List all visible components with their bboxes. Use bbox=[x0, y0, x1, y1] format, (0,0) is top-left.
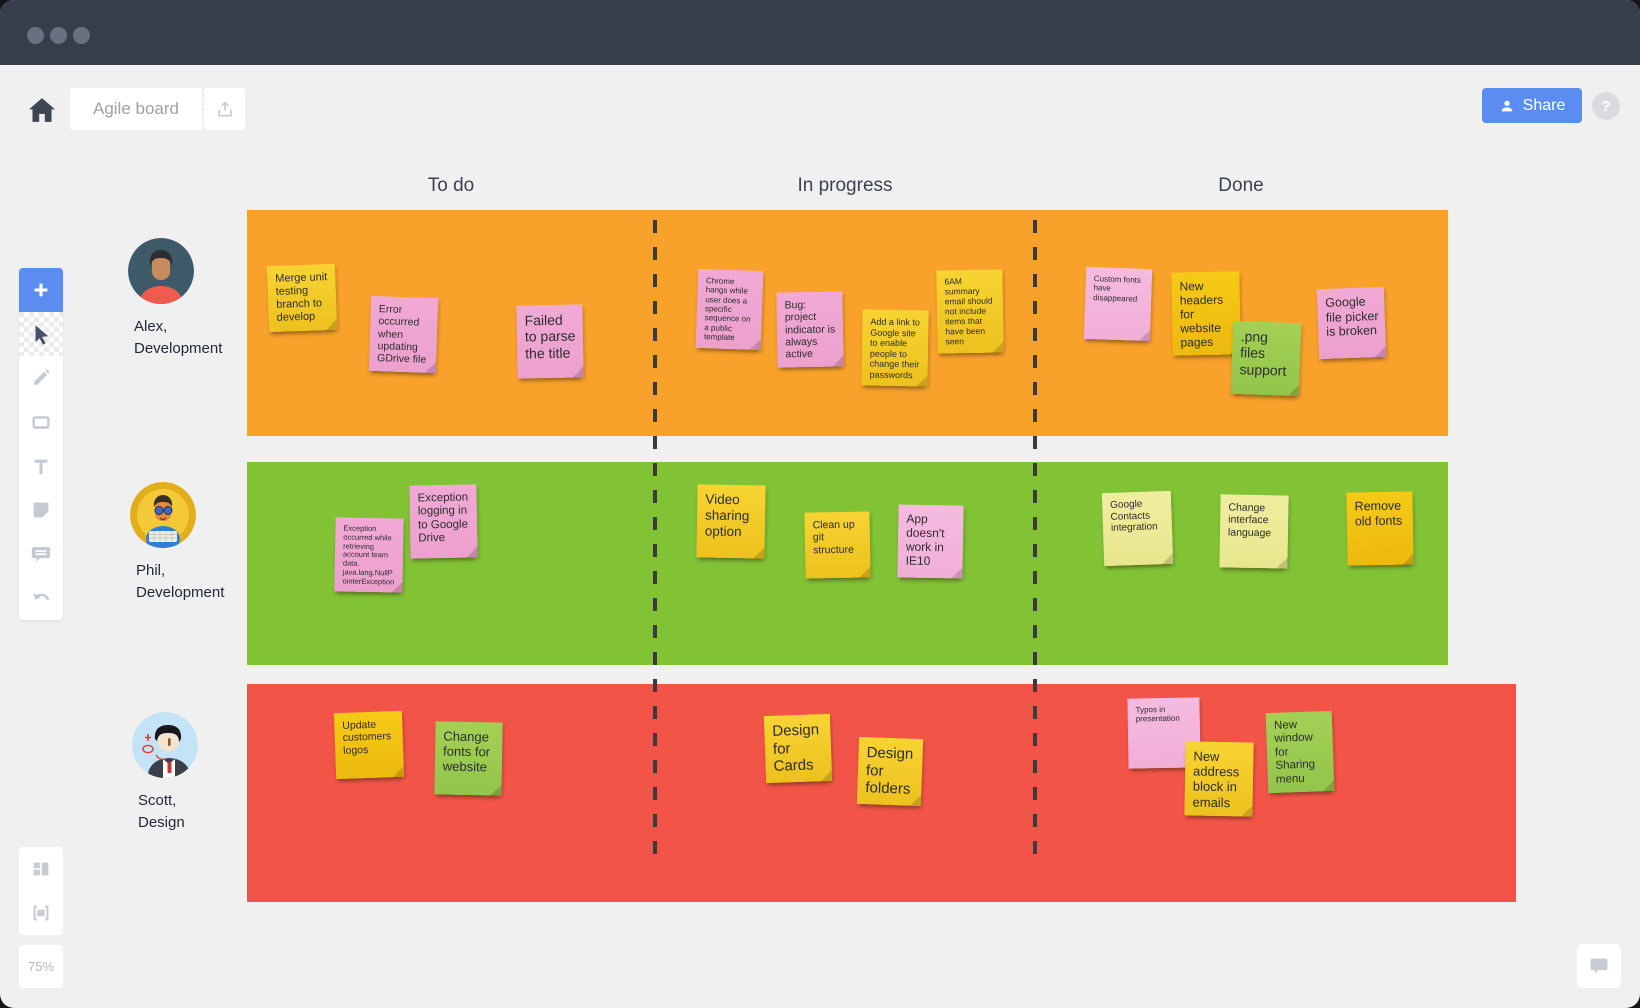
board-title-input[interactable]: Agile board bbox=[70, 88, 202, 130]
help-label: ? bbox=[1601, 97, 1611, 115]
sticky-note[interactable]: Failed to parse the title bbox=[516, 304, 584, 379]
sticky-note-icon bbox=[33, 502, 49, 518]
comment-tool[interactable] bbox=[19, 532, 63, 576]
sticky-note[interactable]: Clean up git structure bbox=[804, 511, 871, 579]
home-icon[interactable] bbox=[29, 97, 55, 123]
avatar-scott bbox=[132, 712, 198, 778]
member-label: Phil,Development bbox=[136, 562, 225, 601]
sticky-note[interactable]: New headers for website pages bbox=[1171, 271, 1241, 356]
select-tool[interactable] bbox=[19, 312, 63, 356]
column-header-done: Done bbox=[1218, 175, 1264, 196]
zoom-level-label: 75% bbox=[27, 959, 55, 974]
frames-icon bbox=[33, 862, 49, 876]
column-separator bbox=[653, 220, 657, 858]
sticky-note[interactable]: Design for folders bbox=[856, 736, 924, 807]
sticky-note[interactable]: Error occurred when updating GDrive file bbox=[368, 295, 439, 374]
avatar-alex bbox=[128, 238, 194, 304]
avatar-phil bbox=[130, 482, 196, 548]
sticky-note[interactable]: Video sharing option bbox=[696, 484, 766, 559]
help-button[interactable]: ? bbox=[1592, 92, 1620, 120]
fit-screen-icon bbox=[33, 905, 49, 921]
export-icon bbox=[217, 101, 232, 117]
pencil-icon bbox=[33, 369, 50, 386]
share-label: Share bbox=[1522, 96, 1566, 114]
sticky-note[interactable]: 6AM summary email should not include ite… bbox=[936, 269, 1004, 354]
sticky-note[interactable]: Merge unit testing branch to develop bbox=[266, 263, 338, 333]
text-tool[interactable] bbox=[19, 444, 63, 488]
window-dot[interactable] bbox=[50, 27, 67, 44]
sticky-note[interactable]: New window for Sharing menu bbox=[1265, 710, 1335, 794]
column-header-inprogress: In progress bbox=[797, 175, 893, 196]
frames-button[interactable] bbox=[19, 847, 63, 891]
undo-icon bbox=[33, 593, 50, 601]
sticky-note[interactable]: Add a link to Google site to enable peop… bbox=[861, 309, 929, 387]
sticky-note[interactable]: Google file picker is broken bbox=[1316, 286, 1387, 360]
share-button[interactable]: Share bbox=[1482, 88, 1582, 123]
sticky-note[interactable]: New address block in emails bbox=[1184, 741, 1254, 817]
sticky-note[interactable]: Design for Cards bbox=[763, 713, 833, 784]
cursor-icon bbox=[35, 325, 49, 345]
sticky-note[interactable]: Exception logging in to Google Drive bbox=[409, 484, 478, 559]
sticky-note[interactable]: Change interface language bbox=[1219, 494, 1289, 569]
sticky-note[interactable]: Change fonts for website bbox=[434, 721, 503, 796]
shape-tool[interactable] bbox=[19, 400, 63, 444]
sticky-note[interactable]: Remove old fonts bbox=[1346, 491, 1414, 566]
lane-member-scott[interactable]: Scott,Design bbox=[132, 712, 242, 834]
sticky-note[interactable]: Chrome hangs while user does a specific … bbox=[695, 268, 764, 350]
chat-bubble-icon bbox=[1590, 958, 1608, 974]
text-icon bbox=[34, 459, 48, 475]
sticky-note[interactable]: Exception occurred while retrieving acco… bbox=[334, 517, 404, 593]
toolbar bbox=[19, 268, 63, 620]
sticky-note[interactable]: Custom fonts have disappeared bbox=[1083, 266, 1153, 342]
window-dot[interactable] bbox=[73, 27, 90, 44]
window-titlebar bbox=[0, 0, 1640, 65]
column-header-todo: To do bbox=[427, 175, 475, 196]
column-separator bbox=[1033, 220, 1037, 858]
lane-member-phil[interactable]: Phil,Development bbox=[130, 482, 240, 604]
undo-button[interactable] bbox=[19, 576, 63, 620]
pencil-tool[interactable] bbox=[19, 356, 63, 400]
sticky-note-tool[interactable] bbox=[19, 488, 63, 532]
view-panel bbox=[19, 847, 63, 935]
sticky-note[interactable]: App doesn't work in IE10 bbox=[897, 504, 964, 579]
board-title-text: Agile board bbox=[92, 99, 179, 118]
chat-button[interactable] bbox=[1577, 944, 1621, 988]
member-label: Alex,Development bbox=[134, 318, 223, 357]
window-dot[interactable] bbox=[27, 27, 44, 44]
share-person-icon bbox=[1501, 100, 1512, 111]
add-button[interactable] bbox=[19, 268, 63, 312]
rectangle-icon bbox=[32, 416, 50, 429]
export-button[interactable] bbox=[203, 88, 245, 130]
sticky-note[interactable]: .png files support bbox=[1230, 320, 1302, 397]
sticky-note[interactable]: Update customers logos bbox=[333, 710, 405, 780]
comment-icon bbox=[31, 547, 51, 562]
plus-icon bbox=[34, 283, 48, 297]
fit-screen-button[interactable] bbox=[19, 891, 63, 935]
lane-member-alex[interactable]: Alex,Development bbox=[128, 238, 238, 360]
sticky-note[interactable]: Bug: project indicator is always active bbox=[776, 291, 844, 368]
sticky-note[interactable]: Google Contacts integration bbox=[1101, 490, 1174, 567]
zoom-level-button[interactable]: 75% bbox=[19, 945, 63, 988]
member-label: Scott,Design bbox=[138, 792, 185, 831]
